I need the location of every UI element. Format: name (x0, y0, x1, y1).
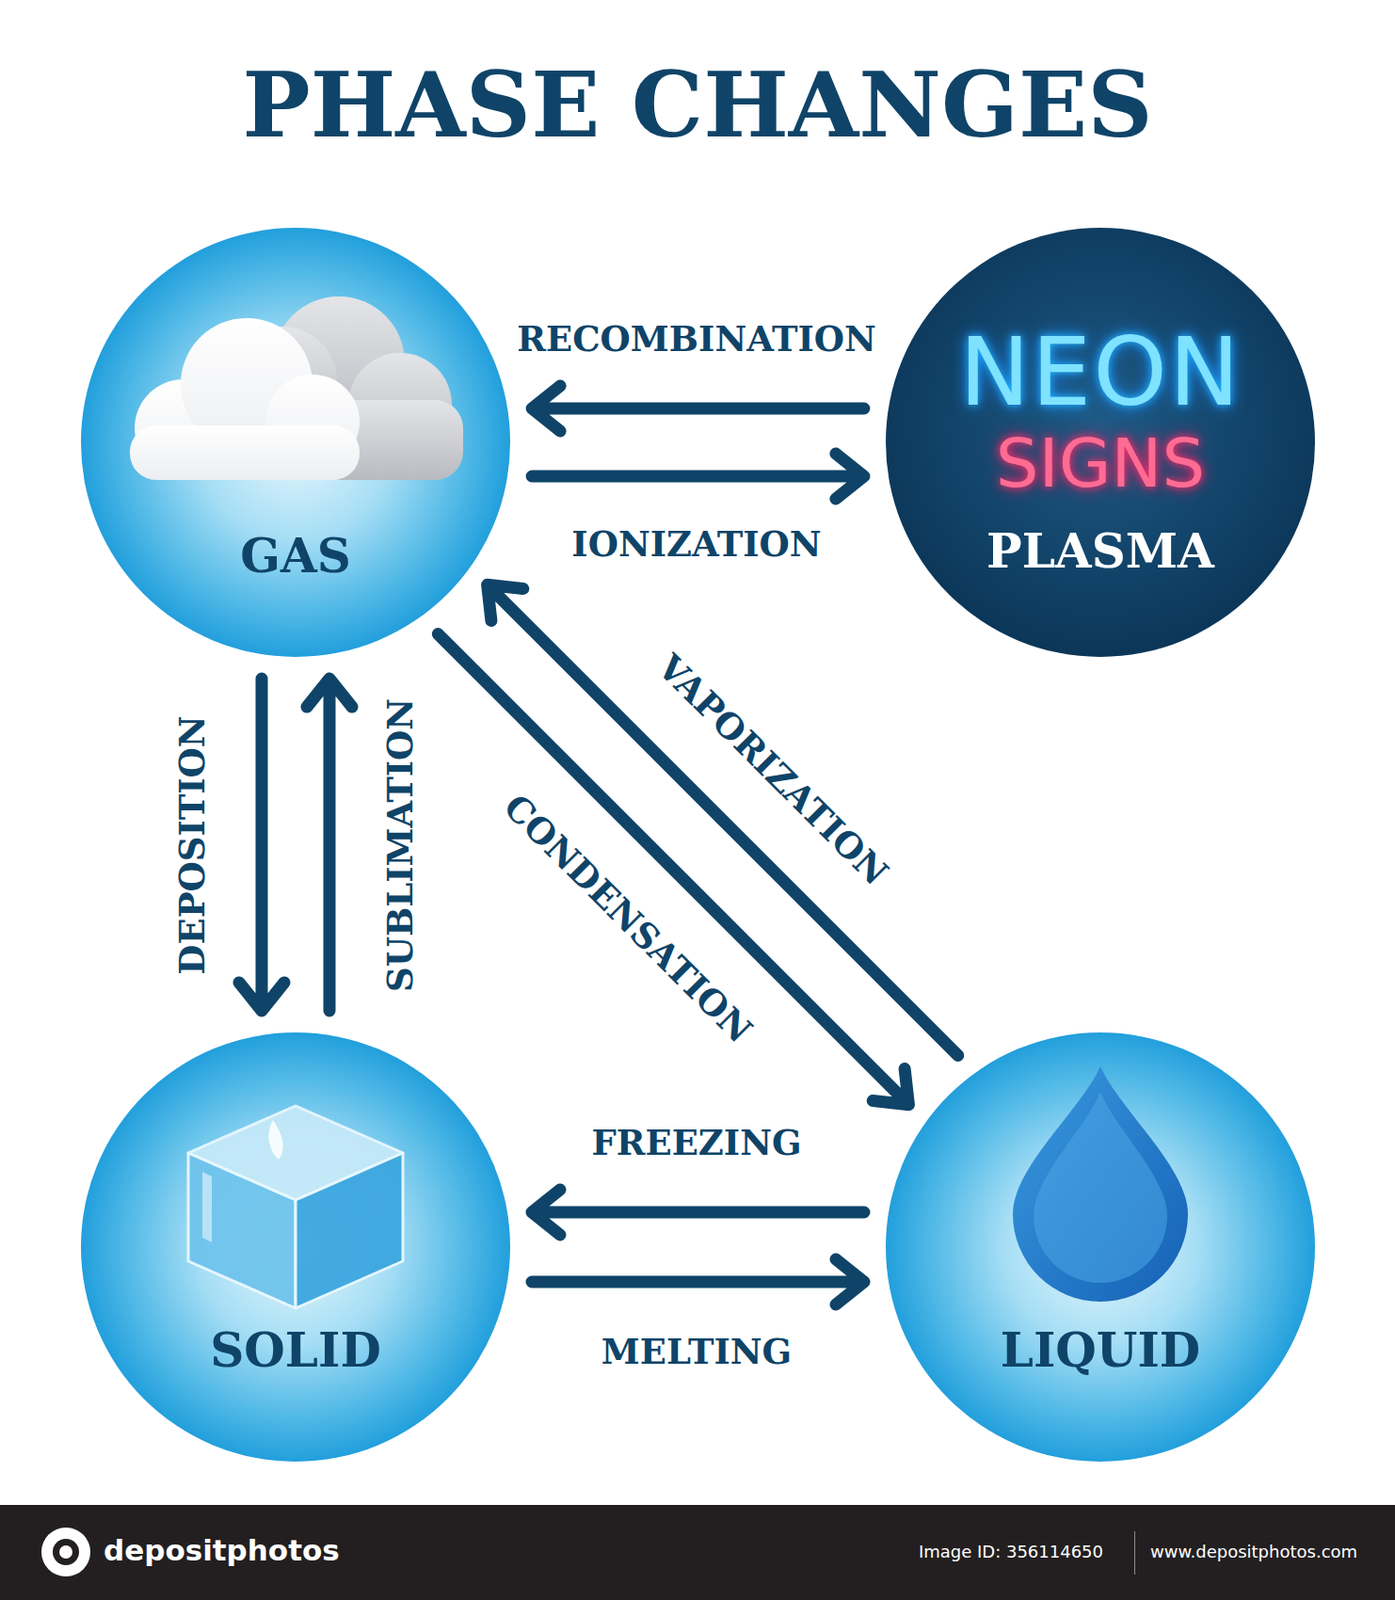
phase-change-arrow (239, 678, 285, 1011)
phase-change-arrow (531, 1189, 865, 1235)
footer-logo-text: depositphotos (103, 1531, 340, 1570)
footer-divider (1134, 1531, 1136, 1575)
node-label: NEON (959, 325, 1242, 420)
phase-change-label: SUBLIMATION (381, 698, 420, 993)
node-label: SIGNS (995, 429, 1205, 498)
diagram-title: PHASE CHANGES (0, 58, 1395, 154)
plasma-circle (885, 227, 1315, 658)
plasma-node: NEON SIGNS PLASMA (885, 227, 1315, 658)
phase-change-label: FREEZING (591, 1123, 802, 1163)
phase-change-label: IONIZATION (571, 525, 821, 564)
footer-image-id: Image ID: 356114650 (918, 1540, 1104, 1563)
phase-change-label: RECOMBINATION (516, 320, 877, 359)
liquid-node: LIQUID (885, 1032, 1315, 1462)
phase-change-arrow (531, 385, 865, 432)
phase-change-arrow (487, 584, 959, 1056)
phase-change-label: VAPORIZATION (650, 647, 896, 893)
ice-cube-icon (188, 1106, 403, 1309)
phase-change-label: DEPOSITION (173, 715, 212, 975)
solid-node: SOLID (80, 1032, 511, 1462)
node-label: PLASMA (986, 525, 1215, 578)
gas-node: GAS (80, 227, 511, 658)
node-label: SOLID (209, 1324, 382, 1377)
logo-icon (37, 1523, 95, 1581)
cloud-icon (129, 296, 464, 481)
solid-circle (80, 1032, 511, 1462)
liquid-circle (885, 1032, 1315, 1462)
phase-change-label: MELTING (601, 1332, 792, 1372)
phase-change-arrow (306, 678, 353, 1011)
droplet-icon (1012, 1066, 1188, 1302)
footer-url: www.depositphotos.com (1150, 1540, 1358, 1563)
gas-circle (80, 227, 511, 658)
node-label: GAS (240, 529, 352, 582)
node-label: LIQUID (1000, 1324, 1201, 1377)
footer-band: depositphotos Image ID: 356114650 www.depo… (0, 1505, 1395, 1600)
phase-change-arrow (531, 1259, 865, 1305)
phase-change-arrow (531, 453, 865, 499)
phase-change-arrow (437, 634, 909, 1106)
